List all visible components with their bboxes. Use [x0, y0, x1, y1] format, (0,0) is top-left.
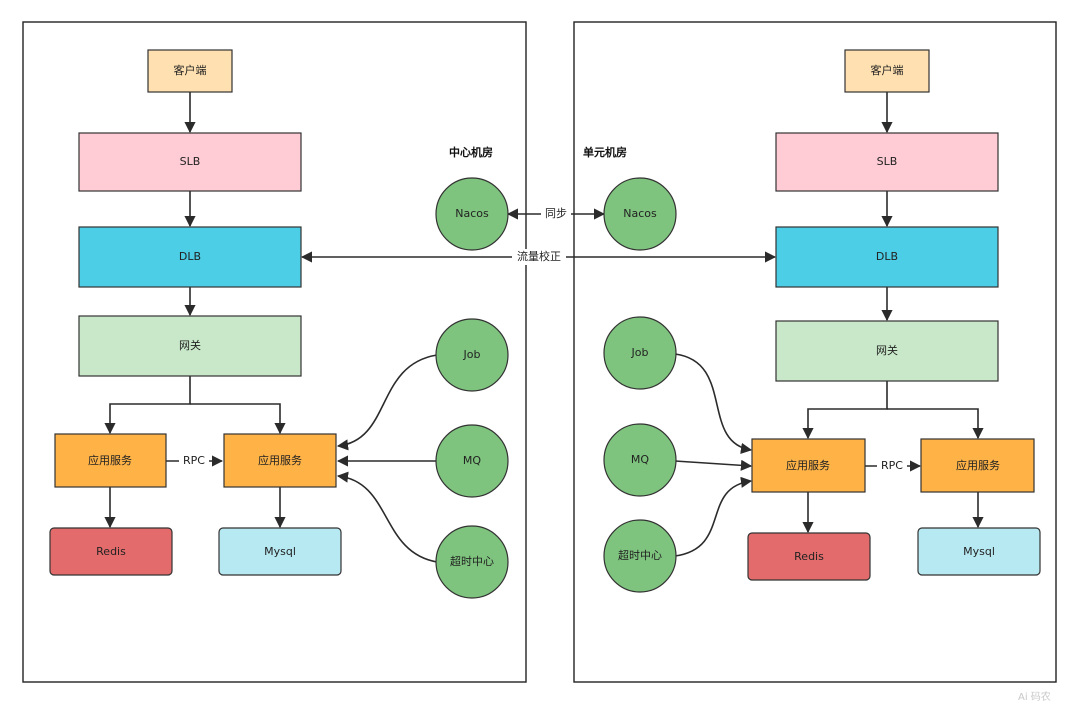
app-service-node-right-1: 应用服务 [751, 438, 866, 493]
mysql-node-right: Mysql [917, 527, 1041, 576]
slb-label-right: SLB [877, 155, 898, 168]
edge-gateway-app2-left [190, 403, 286, 435]
dlb-label-left: DLB [179, 250, 201, 263]
job-node-right: Job [603, 316, 677, 390]
client-label-left: 客户端 [174, 63, 207, 77]
job-label-left: Job [463, 348, 481, 361]
slb-label-left: SLB [180, 155, 201, 168]
mysql-node-left: Mysql [218, 527, 342, 576]
gateway-label-left: 网关 [179, 338, 201, 352]
app-service-node-right-2: 应用服务 [920, 438, 1035, 493]
edge-gateway-app1-right [802, 381, 888, 440]
timeout-center-node-left: 超时中心 [435, 525, 509, 599]
rpc-label-bg-left [179, 453, 209, 469]
rpc-label-left: RPC [183, 454, 205, 467]
app-service-label-right-2: 应用服务 [956, 458, 1000, 472]
edge-gateway-app1-left [104, 376, 191, 435]
client-node-left: 客户端 [147, 49, 233, 93]
timeout-center-node-right: 超时中心 [603, 519, 677, 593]
redis-node-left: Redis [49, 527, 173, 576]
client-node-right: 客户端 [844, 49, 930, 93]
app-service-node-left-2: 应用服务 [223, 433, 337, 488]
mq-label-left: MQ [463, 454, 481, 467]
nacos-label-right: Nacos [623, 207, 657, 220]
nacos-node-right: Nacos [603, 177, 677, 251]
redis-label-left: Redis [96, 545, 126, 558]
gateway-label-right: 网关 [876, 343, 898, 357]
traffic-label-bg [512, 249, 566, 265]
mq-node-right: MQ [603, 423, 677, 497]
mq-node-left: MQ [435, 424, 509, 498]
mysql-label-left: Mysql [264, 545, 296, 558]
redis-node-right: Redis [747, 532, 871, 581]
rpc-label-right: RPC [881, 459, 903, 472]
edge-timeout-app-left [336, 471, 438, 563]
traffic-correction-label: 流量校正 [517, 249, 561, 263]
sync-label: 同步 [545, 207, 567, 220]
center-datacenter-label: 中心机房 [449, 145, 493, 159]
mq-label-right: MQ [631, 453, 649, 466]
edge-job-app-left [336, 354, 438, 451]
app-service-label-left-2: 应用服务 [258, 453, 302, 467]
job-label-right: Job [631, 346, 649, 359]
edge-timeout-app-right [674, 476, 753, 557]
job-node-left: Job [435, 318, 509, 392]
nacos-label-left: Nacos [455, 207, 489, 220]
gateway-node-right: 网关 [775, 320, 999, 382]
timeout-center-label-left: 超时中心 [450, 554, 494, 568]
gateway-node-left: 网关 [78, 315, 302, 377]
dlb-node-right: DLB [775, 226, 999, 288]
edge-mq-app-right [674, 459, 753, 471]
nacos-node-left: Nacos [435, 177, 509, 251]
dlb-label-right: DLB [876, 250, 898, 263]
client-label-right: 客户端 [871, 63, 904, 77]
app-service-node-left-1: 应用服务 [54, 433, 167, 488]
unit-datacenter-frame [573, 21, 1057, 683]
app-service-label-right-1: 应用服务 [786, 458, 830, 472]
sync-label-bg [541, 206, 571, 222]
watermark-text: Ai 码农 [1018, 690, 1051, 703]
edge-gateway-app2-right [887, 408, 984, 440]
slb-node-left: SLB [78, 132, 302, 192]
timeout-center-label-right: 超时中心 [618, 548, 662, 562]
redis-label-right: Redis [794, 550, 824, 563]
unit-datacenter-label: 单元机房 [583, 145, 627, 159]
center-datacenter-frame [22, 21, 527, 683]
slb-node-right: SLB [775, 132, 999, 192]
edge-job-app-right [674, 353, 753, 454]
mysql-label-right: Mysql [963, 545, 995, 558]
app-service-label-left-1: 应用服务 [88, 453, 132, 467]
rpc-label-bg-right [877, 458, 907, 474]
dlb-node-left: DLB [78, 226, 302, 288]
